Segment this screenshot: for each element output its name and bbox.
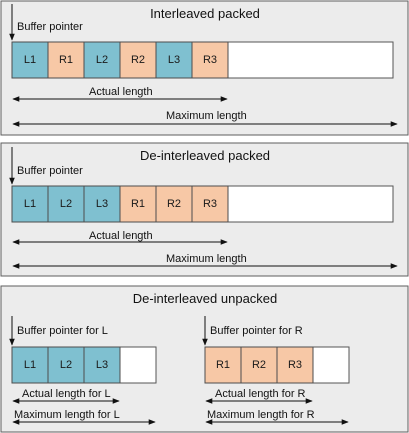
buffer-cell-label: R1: [131, 198, 145, 210]
buffer-cell: [191, 41, 229, 79]
buffer-cell-label: R3: [203, 198, 217, 210]
buffer-cell-label: L1: [24, 359, 36, 371]
buffer-cell-label: L3: [96, 359, 108, 371]
buffer-cell-label: R3: [288, 359, 302, 371]
buffer-cell: [47, 185, 85, 223]
buffer-cell-label: R3: [203, 54, 217, 66]
buffer-cell-label: R1: [216, 359, 230, 371]
buffer-cell-label: R2: [252, 359, 266, 371]
buffer-cell: [11, 185, 49, 223]
maximum-length-label-l: Maximum length for L: [14, 409, 120, 421]
buffer-cell: [83, 346, 121, 384]
maximum-length-label-r: Maximum length for R: [207, 409, 315, 421]
panel-deinterleaved-packed: De-interleaved packed Buffer pointer L1 …: [0, 142, 409, 277]
buffer-cell-label: R1: [59, 54, 73, 66]
buffer-cell: [83, 185, 121, 223]
buffer-cell-label: L2: [60, 359, 72, 371]
buffer-cell-label: R2: [167, 198, 181, 210]
buffer-cell: [47, 346, 85, 384]
buffer-cell: [11, 346, 49, 384]
buffer-cell-label: L3: [168, 54, 180, 66]
buffer-cell-label: L3: [96, 198, 108, 210]
actual-length-label: Actual length: [89, 86, 153, 98]
buffer-pointer-label-l: Buffer pointer for L: [17, 325, 108, 337]
actual-length-label: Actual length: [89, 230, 153, 242]
buffer-cell-label: L2: [60, 198, 72, 210]
buffer-pointer-label: Buffer pointer: [17, 165, 83, 177]
buffer-cell-label: L1: [24, 54, 36, 66]
buffer-cell: [240, 346, 278, 384]
buffer-cell: [276, 346, 314, 384]
buffer-cell-label: R2: [131, 54, 145, 66]
panel-title: Interleaved packed: [150, 6, 260, 21]
panel-title: De-interleaved packed: [140, 148, 270, 163]
actual-length-label-r: Actual length for R: [215, 388, 306, 400]
panel-interleaved-packed: Interleaved packed Buffer pointer L1 R1 …: [0, 0, 409, 136]
buffer-pointer-label-r: Buffer pointer for R: [210, 325, 303, 337]
maximum-length-label: Maximum length: [166, 253, 247, 265]
maximum-length-label: Maximum length: [166, 110, 247, 122]
actual-length-label-l: Actual length for L: [22, 388, 111, 400]
buffer-cell-label: L1: [24, 198, 36, 210]
buffer-cell: [119, 185, 157, 223]
buffer-cell: [11, 41, 49, 79]
buffer-cell-label: L2: [96, 54, 108, 66]
panel-deinterleaved-unpacked: De-interleaved unpacked Buffer pointer f…: [0, 285, 409, 433]
buffer-cell: [191, 185, 229, 223]
buffer-pointer-label: Buffer pointer: [17, 21, 83, 33]
panel-title: De-interleaved unpacked: [133, 291, 278, 306]
